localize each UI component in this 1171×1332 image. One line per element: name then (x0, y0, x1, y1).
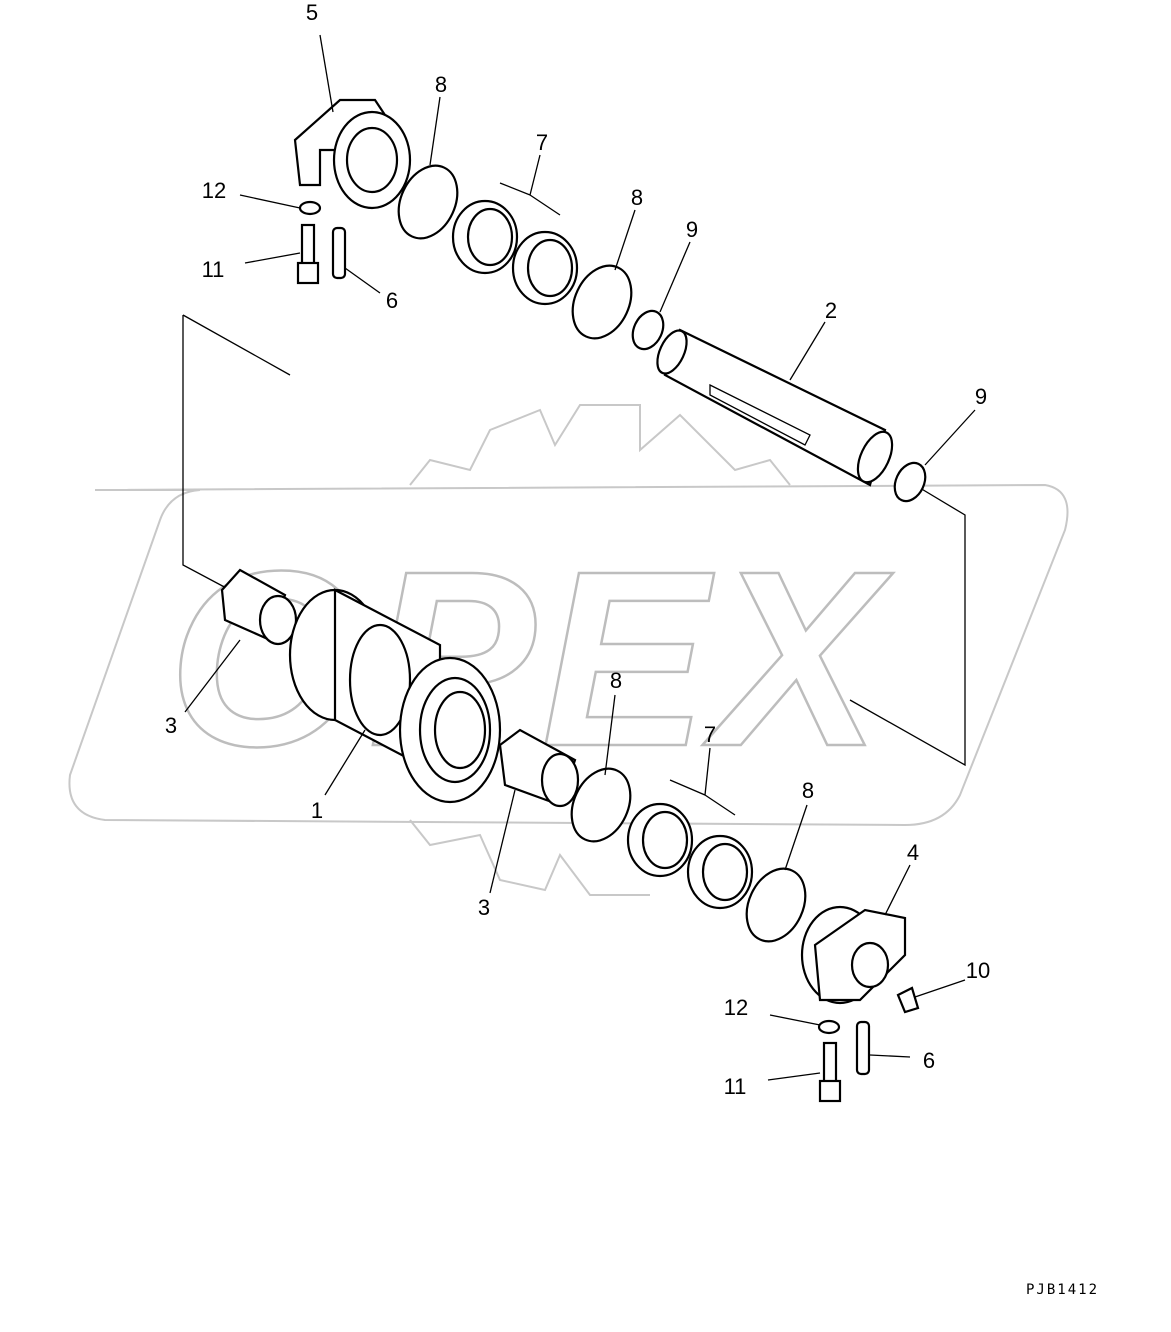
part-7-floating-seal-top (451, 199, 579, 306)
callout-12: 12 (202, 178, 226, 203)
callout-8: 8 (631, 185, 643, 210)
callout-8: 8 (802, 778, 814, 803)
callout-5: 5 (306, 0, 318, 25)
callout-7: 7 (536, 130, 548, 155)
callout-10: 10 (966, 958, 990, 983)
callout-11: 11 (202, 257, 225, 282)
part-1-track-roller (288, 588, 502, 804)
callout-6: 6 (923, 1048, 935, 1073)
callout-8: 8 (435, 72, 447, 97)
callout-12: 12 (724, 995, 748, 1020)
callout-3: 3 (165, 713, 177, 738)
callout-2: 2 (825, 298, 837, 323)
part-7-floating-seal-bottom (626, 802, 754, 910)
callout-6: 6 (386, 288, 398, 313)
o-rings (397, 164, 927, 943)
callout-7: 7 (704, 722, 716, 747)
callout-9: 9 (975, 384, 987, 409)
assembly-lines (182, 314, 966, 767)
callout-11: 11 (724, 1074, 747, 1099)
callout-1: 1 (311, 798, 323, 823)
callout-labels: 5 8 7 8 9 2 9 12 11 6 3 1 3 8 7 8 4 10 1… (165, 0, 990, 1099)
diagram-code: PJB1412 (1026, 1282, 1100, 1298)
callout-8: 8 (610, 668, 622, 693)
part-4-bracket (800, 905, 907, 1005)
part-2-shaft (656, 328, 894, 487)
callout-3: 3 (478, 895, 490, 920)
fasteners (296, 200, 920, 1103)
callout-9: 9 (686, 217, 698, 242)
callout-4: 4 (907, 840, 919, 865)
leader-lines (184, 34, 976, 1081)
part-5-bracket (293, 98, 412, 210)
